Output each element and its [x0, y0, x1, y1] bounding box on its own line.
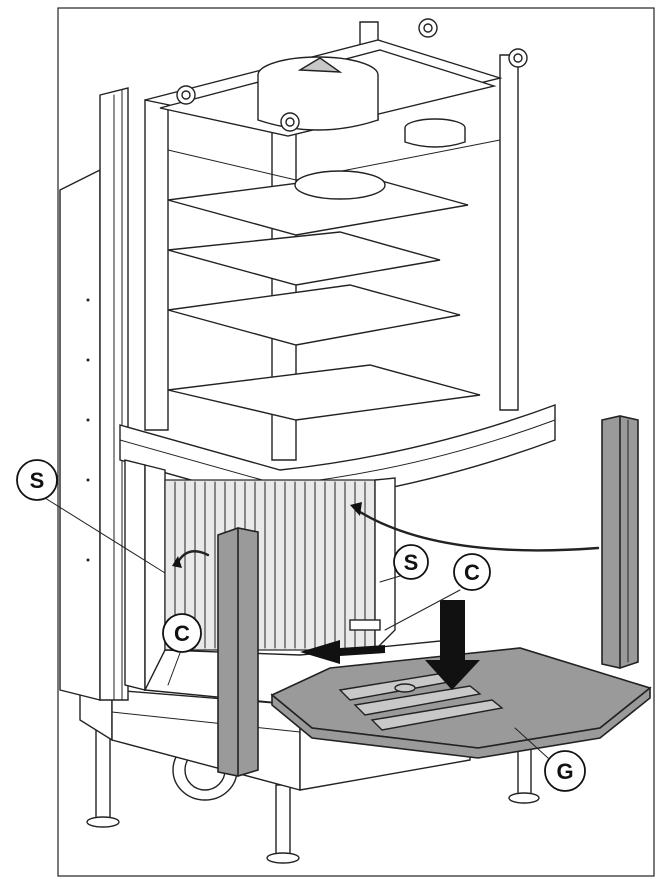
callout-label-s-left: S	[30, 468, 45, 493]
side-panel-right	[601, 415, 639, 669]
callout-label-g: G	[556, 759, 573, 784]
callout-c-right: C	[384, 553, 491, 631]
grate-plate	[270, 647, 652, 759]
arrow-left	[300, 640, 385, 664]
grate-slots	[338, 671, 504, 731]
callout-s-center: S	[379, 544, 429, 583]
callout-s-left: S	[16, 459, 166, 574]
curved-arrow-right	[358, 510, 600, 552]
arrow-down	[425, 600, 480, 690]
curved-arrow-left	[176, 550, 210, 564]
side-panel-left	[217, 527, 259, 777]
callout-g: G	[514, 727, 586, 792]
lifting-eyes	[176, 18, 528, 132]
callout-c-left: C	[162, 613, 202, 686]
arrows	[172, 502, 600, 690]
callout-label-c-right: C	[464, 560, 480, 585]
callout-label-c-left: C	[174, 621, 190, 646]
left-side-wall	[59, 87, 129, 701]
callout-label-s-center: S	[404, 550, 419, 575]
frame-border	[57, 7, 655, 877]
